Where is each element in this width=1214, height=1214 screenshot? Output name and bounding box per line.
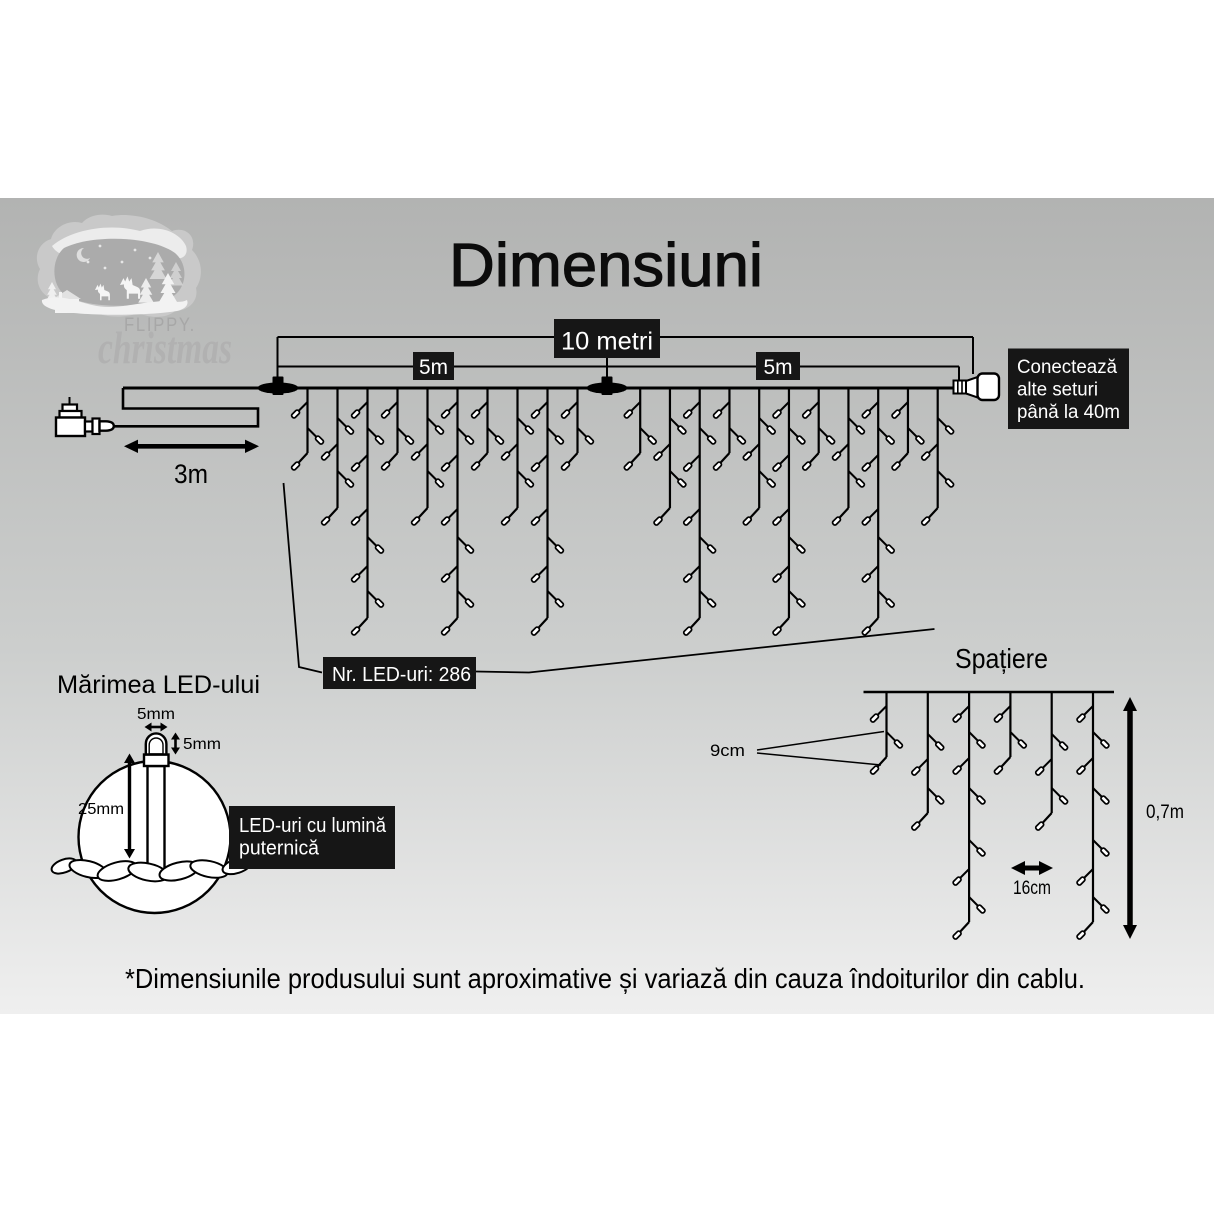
svg-text:25mm: 25mm	[78, 801, 124, 818]
svg-text:christmas: christmas	[98, 323, 232, 373]
svg-text:0,7m: 0,7m	[1146, 802, 1184, 823]
svg-text:16cm: 16cm	[1013, 878, 1051, 899]
svg-text:10 metri: 10 metri	[561, 328, 653, 356]
svg-text:LED-uri cu lumină: LED-uri cu lumină	[239, 815, 387, 837]
svg-text:Conectează: Conectează	[1017, 357, 1117, 378]
svg-text:5m: 5m	[764, 356, 793, 379]
svg-text:*Dimensiunile produsului sunt: *Dimensiunile produsului sunt aproximati…	[125, 963, 1085, 994]
svg-text:FLIPPY.: FLIPPY.	[124, 315, 196, 336]
svg-text:puternică: puternică	[239, 838, 320, 860]
svg-text:5mm: 5mm	[183, 736, 221, 753]
svg-text:până la 40m: până la 40m	[1017, 402, 1120, 423]
svg-text:3m: 3m	[174, 459, 208, 489]
svg-text:5m: 5m	[419, 356, 448, 379]
svg-text:5mm: 5mm	[137, 706, 175, 723]
svg-text:9cm: 9cm	[710, 741, 745, 760]
svg-text:alte seturi: alte seturi	[1017, 380, 1098, 401]
svg-text:Dimensiuni: Dimensiuni	[449, 231, 763, 299]
svg-text:Nr. LED-uri: 286: Nr. LED-uri: 286	[332, 664, 471, 686]
svg-text:Mărimea LED-ului: Mărimea LED-ului	[57, 671, 260, 699]
svg-text:Spațiere: Spațiere	[955, 643, 1048, 674]
